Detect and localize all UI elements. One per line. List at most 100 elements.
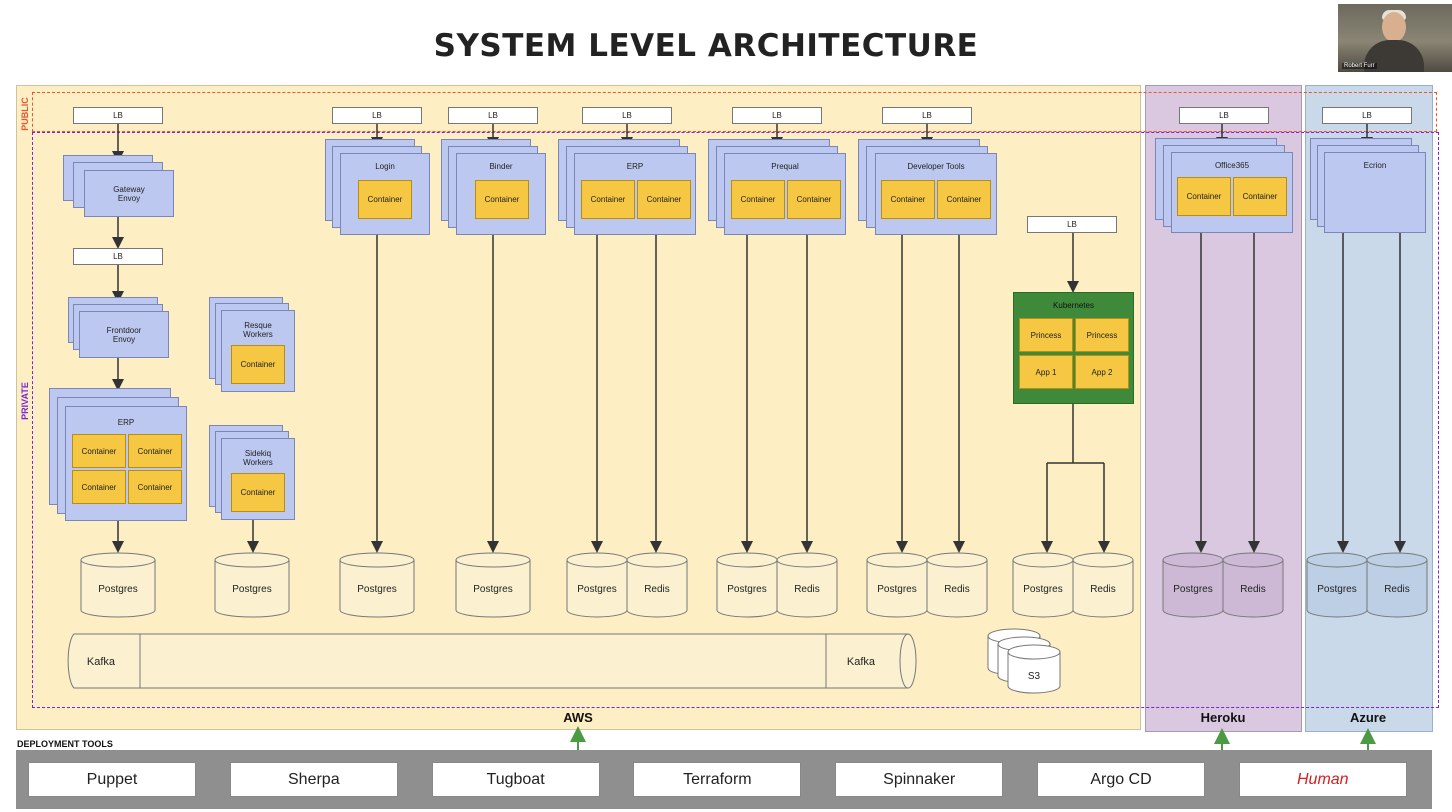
postgres-db-devtools-top [866, 552, 928, 568]
redis-db-erp [626, 560, 688, 618]
postgres-db-erp-label: Postgres [577, 584, 617, 595]
load-balancer-gateway: LB [73, 107, 163, 124]
postgres-db-erp-left [80, 560, 156, 618]
postgres-db-binder-label: Postgres [473, 584, 513, 595]
heroku-label: Heroku [1200, 710, 1246, 725]
deployment-tools-label: DEPLOYMENT TOOLS [17, 739, 113, 749]
redis-db-devtools-label: Redis [944, 584, 970, 595]
postgres-db-ecrion-label: Postgres [1317, 584, 1357, 595]
postgres-db-erp-top [566, 552, 628, 568]
postgres-db-office365-label: Postgres [1173, 584, 1213, 595]
postgres-db-kubernetes-label: Postgres [1023, 584, 1063, 595]
postgres-db-binder [455, 560, 531, 618]
office365-container-2: Container [1233, 177, 1287, 216]
prequal-label: Prequal [771, 162, 799, 171]
frontdoor-envoy-label: Frontdoor Envoy [106, 326, 142, 344]
sidekiq-container: Container [231, 473, 285, 512]
postgres-db-devtools-label: Postgres [877, 584, 917, 595]
erp-left-label: ERP [117, 418, 135, 427]
ecrion-label: Ecrion [1363, 161, 1387, 170]
kubernetes-pod-princess-2: Princess [1075, 318, 1129, 352]
gateway-envoy: Gateway Envoy [84, 170, 174, 217]
redis-db-prequal-top [776, 552, 838, 568]
postgres-db-kubernetes [1012, 560, 1074, 618]
load-balancer-erp: LB [582, 107, 672, 124]
postgres-db-ecrion [1306, 560, 1368, 618]
redis-db-erp-label: Redis [644, 584, 670, 595]
load-balancer-prequal: LB [732, 107, 822, 124]
redis-db-office365-top [1222, 552, 1284, 568]
presenter-shoulders [1364, 40, 1424, 72]
postgres-db-office365-top [1162, 552, 1224, 568]
redis-db-prequal [776, 560, 838, 618]
private-zone-border [32, 132, 1439, 708]
load-balancer-kubernetes: LB [1027, 216, 1117, 233]
gateway-envoy-label: Gateway Envoy [113, 185, 145, 203]
postgres-db-erp-left-label: Postgres [98, 584, 138, 595]
redis-db-ecrion-label: Redis [1384, 584, 1410, 595]
load-balancer-login: LB [332, 107, 422, 124]
prequal-container-1: Container [731, 180, 785, 219]
erp-container-1: Container [581, 180, 635, 219]
load-balancer-office365: LB [1179, 107, 1269, 124]
postgres-db-devtools [866, 560, 928, 618]
redis-db-kubernetes-label: Redis [1090, 584, 1116, 595]
redis-db-prequal-label: Redis [794, 584, 820, 595]
erp-left-container-1: Container [72, 434, 126, 468]
s3-label: S3 [1027, 671, 1041, 682]
devtools-container-2: Container [937, 180, 991, 219]
azure-label: Azure [1349, 710, 1387, 725]
postgres-db-login-label: Postgres [357, 584, 397, 595]
binder-label: Binder [489, 162, 513, 171]
deployment-tool-human: Human [1238, 762, 1407, 797]
erp-left-container-3: Container [72, 470, 126, 504]
page-title: SYSTEM LEVEL ARCHITECTURE [433, 28, 979, 64]
postgres-db-login [339, 560, 415, 618]
deployment-tool-sherpa: Sherpa [229, 762, 398, 797]
redis-db-erp-top [626, 552, 688, 568]
presenter-name: Robert Furr [1342, 63, 1377, 69]
prequal-container-2: Container [787, 180, 841, 219]
postgres-db-workers-top [214, 552, 290, 568]
postgres-db-login-top [339, 552, 415, 568]
resque-container: Container [231, 345, 285, 384]
office365-container-1: Container [1177, 177, 1231, 216]
s3-storage [987, 628, 1061, 694]
erp-container-2: Container [637, 180, 691, 219]
postgres-db-prequal-top [716, 552, 778, 568]
presenter-face [1382, 12, 1406, 42]
kafka-label-right: Kafka [846, 656, 876, 668]
deployment-tool-argo-cd: Argo CD [1037, 762, 1205, 797]
load-balancer-frontdoor: LB [73, 248, 163, 265]
postgres-db-ecrion-top [1306, 552, 1368, 568]
postgres-db-prequal-label: Postgres [727, 584, 767, 595]
postgres-db-erp [566, 560, 628, 618]
erp-left-container-2: Container [128, 434, 182, 468]
postgres-db-workers [214, 560, 290, 618]
kubernetes-pod-princess-1: Princess [1019, 318, 1073, 352]
office365-label: Office365 [1214, 161, 1250, 170]
kafka-label-left: Kafka [86, 656, 116, 668]
postgres-db-workers-label: Postgres [232, 584, 272, 595]
login-label: Login [375, 162, 395, 171]
redis-db-kubernetes-top [1072, 552, 1134, 568]
postgres-db-prequal [716, 560, 778, 618]
kubernetes-label: Kubernetes [1053, 301, 1094, 310]
redis-db-devtools [926, 560, 988, 618]
resque-workers-label: Resque Workers [243, 321, 273, 339]
redis-db-office365 [1222, 560, 1284, 618]
deployment-tool-puppet: Puppet [28, 762, 196, 797]
sidekiq-workers-label: Sidekiq Workers [243, 449, 273, 467]
webcam-thumbnail: Robert Furr [1338, 4, 1452, 72]
aws-label: AWS [563, 710, 593, 725]
binder-container: Container [475, 180, 529, 219]
load-balancer-devtools: LB [882, 107, 972, 124]
deployment-tool-terraform: Terraform [633, 762, 802, 797]
redis-db-ecrion [1366, 560, 1428, 618]
postgres-db-kubernetes-top [1012, 552, 1074, 568]
kubernetes-pod-app-1: App 1 [1019, 355, 1073, 389]
redis-db-office365-label: Redis [1240, 584, 1266, 595]
load-balancer-ecrion: LB [1322, 107, 1412, 124]
